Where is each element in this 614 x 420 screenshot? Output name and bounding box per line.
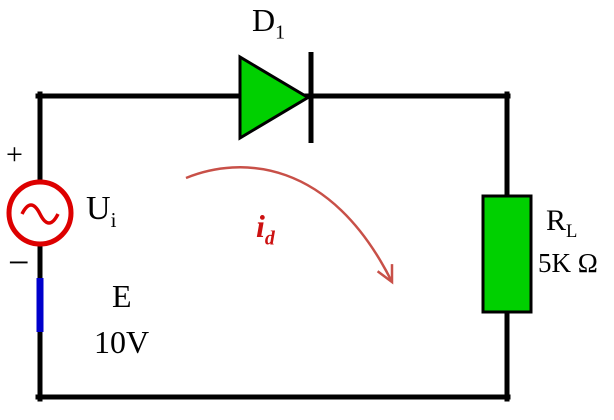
- resistor-body: [481, 194, 533, 314]
- diode-triangle: [238, 54, 311, 141]
- source-plus-sign: +: [6, 138, 23, 171]
- current-arrow-curve: [185, 166, 394, 283]
- resistor-label-main: R: [546, 204, 567, 237]
- current-arrowhead: [376, 264, 394, 285]
- ac-sine-symbol: [20, 203, 60, 225]
- diode-label-sub: 1: [275, 21, 286, 44]
- emf-symbol-label: E: [112, 278, 132, 314]
- resistor-label-sub: L: [566, 221, 578, 242]
- source-voltage-sub: i: [110, 207, 117, 232]
- diode-label: D1: [252, 4, 285, 43]
- diode-label-main: D: [252, 2, 276, 38]
- emf-value-label: 10V: [94, 324, 150, 360]
- current-label: id: [256, 210, 275, 249]
- current-label-sub: d: [264, 227, 275, 250]
- source-voltage-main: U: [86, 190, 111, 227]
- resistor-value-label: 5K Ω: [538, 248, 598, 278]
- current-label-main: i: [256, 208, 265, 244]
- resistor-label: RL: [546, 206, 577, 242]
- source-minus-sign: −: [8, 242, 30, 284]
- source-voltage-label: Ui: [86, 192, 116, 231]
